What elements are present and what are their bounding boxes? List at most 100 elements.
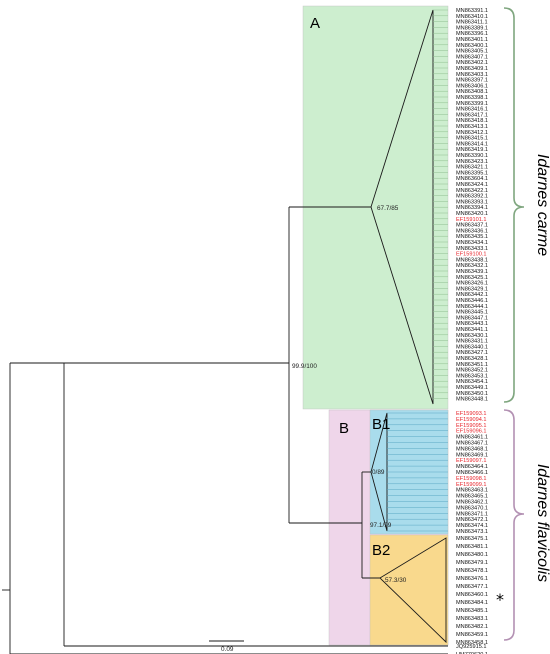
leaf-label: MN863467.1 xyxy=(456,441,488,447)
bracket-carme xyxy=(503,7,525,403)
species-label-carme: Idarnes carme xyxy=(534,154,550,256)
leaf-label: MN863411.1 xyxy=(456,20,488,26)
leaf-label: MN863393.1 xyxy=(456,199,488,205)
leaf-label: MN863398.1 xyxy=(456,95,488,101)
leaf-label: MN863406.1 xyxy=(456,83,488,89)
leaf-label: EF159095.1 xyxy=(456,423,486,429)
leaf-label: MN863459.1 xyxy=(456,632,488,638)
leaf-label: MN863448.1 xyxy=(456,397,488,403)
leaf-label: MN863415.1 xyxy=(456,136,488,142)
scale-label: 0.09 xyxy=(221,646,234,653)
leaf-label: MN863468.1 xyxy=(456,446,488,452)
leaf-labels: MN863391.1MN863410.1MN863411.1MN863389.1… xyxy=(456,8,488,654)
leaf-label: MN863389.1 xyxy=(456,25,488,31)
node-label-b: 97.1/99 xyxy=(370,522,392,529)
clade-label-a: A xyxy=(310,15,320,32)
clade-b2-box xyxy=(369,534,449,646)
leaf-label: MN863397.1 xyxy=(456,78,488,84)
leaf-label: MN863475.1 xyxy=(456,536,488,542)
leaf-label: MN863463.1 xyxy=(456,488,488,494)
leaf-label: MN863413.1 xyxy=(456,124,488,130)
leaf-label: MN863433.1 xyxy=(456,246,488,252)
leaf-label: MN863429.1 xyxy=(456,286,488,292)
leaf-label: MN863449.1 xyxy=(456,385,488,391)
leaf-ticks xyxy=(387,9,448,532)
leaf-label: MN863441.1 xyxy=(456,327,488,333)
leaf-label: MN863447.1 xyxy=(456,315,488,321)
leaf-label: MN863423.1 xyxy=(456,159,488,165)
leaf-label: MN863410.1 xyxy=(456,14,488,20)
leaf-label: EF159094.1 xyxy=(456,417,486,423)
leaf-label: MN863478.1 xyxy=(456,568,488,574)
leaf-label: MN863391.1 xyxy=(456,8,488,14)
leaf-label: MN863471.1 xyxy=(456,511,488,517)
leaf-label: MN863460.1 xyxy=(456,592,488,598)
leaf-label: EF159097.1 xyxy=(456,458,486,464)
leaf-label: MN863412.1 xyxy=(456,130,488,136)
leaf-label: EF159098.1 xyxy=(456,476,486,482)
clade-a-box xyxy=(302,5,449,410)
clade-label-b: B xyxy=(339,420,349,437)
leaf-label: MN863405.1 xyxy=(456,49,488,55)
clade-label-b2: B2 xyxy=(372,542,390,559)
leaf-label: EF159100.1 xyxy=(456,252,486,258)
star-marker: * xyxy=(496,590,504,609)
leaf-label: MN863451.1 xyxy=(456,362,488,368)
leaf-label: MN863419.1 xyxy=(456,147,488,153)
leaf-label: MN863432.1 xyxy=(456,263,488,269)
leaf-label: MN863396.1 xyxy=(456,31,488,37)
leaf-label: HM770620.1 xyxy=(456,652,488,654)
leaf-label: MN863439.1 xyxy=(456,269,488,275)
leaf-label: MN863418.1 xyxy=(456,118,488,124)
leaf-label: MN863458.1 xyxy=(456,640,488,646)
leaf-label: MN863444.1 xyxy=(456,304,488,310)
leaf-label: MN863438.1 xyxy=(456,257,488,263)
leaf-label: MN863474.1 xyxy=(456,523,488,529)
leaf-label: JQ925915.1 xyxy=(456,644,486,650)
leaf-label: MN863476.1 xyxy=(456,576,488,582)
leaf-label: MN863477.1 xyxy=(456,584,488,590)
leaf-label: MN863454.1 xyxy=(456,379,488,385)
leaf-label: MN863414.1 xyxy=(456,141,488,147)
leaf-label: MN863431.1 xyxy=(456,339,488,345)
leaf-label: MN863443.1 xyxy=(456,321,488,327)
leaf-label: MN863445.1 xyxy=(456,310,488,316)
leaf-label: MN863430.1 xyxy=(456,333,488,339)
leaf-label: MN863395.1 xyxy=(456,170,488,176)
leaf-label: MN863480.1 xyxy=(456,552,488,558)
leaf-label: MN863469.1 xyxy=(456,452,488,458)
leaf-label: MN863481.1 xyxy=(456,544,488,550)
leaf-label: EF159093.1 xyxy=(456,411,486,417)
leaf-label: MN863390.1 xyxy=(456,153,488,159)
leaf-label: MN863402.1 xyxy=(456,60,488,66)
leaf-label: MN863416.1 xyxy=(456,107,488,113)
leaf-label: MN863462.1 xyxy=(456,500,488,506)
leaf-label: MN863422.1 xyxy=(456,188,488,194)
leaf-label: MN863420.1 xyxy=(456,211,488,217)
node-label-b1: 0/89 xyxy=(372,469,385,476)
leaf-label: MN863466.1 xyxy=(456,470,488,476)
leaf-label: MN863392.1 xyxy=(456,194,488,200)
leaf-label: MN863465.1 xyxy=(456,494,488,500)
tree-branches xyxy=(2,9,448,654)
leaf-label: MN863604.1 xyxy=(456,176,488,182)
leaf-label: MN863409.1 xyxy=(456,66,488,72)
leaf-label: MN863461.1 xyxy=(456,435,488,441)
leaf-label: MN863401.1 xyxy=(456,37,488,43)
leaf-label: EF159096.1 xyxy=(456,429,486,435)
leaf-label: EF159101.1 xyxy=(456,217,486,223)
leaf-label: EF159099.1 xyxy=(456,482,486,488)
leaf-label: MN863428.1 xyxy=(456,356,488,362)
leaf-label: MN863435.1 xyxy=(456,234,488,240)
leaf-label: MN863399.1 xyxy=(456,101,488,107)
leaf-label: MN863482.1 xyxy=(456,624,488,630)
leaf-label: MN863403.1 xyxy=(456,72,488,78)
leaf-label: MN863483.1 xyxy=(456,616,488,622)
leaf-label: MN863484.1 xyxy=(456,600,488,606)
leaf-label: MN863426.1 xyxy=(456,281,488,287)
leaf-label: MN863479.1 xyxy=(456,560,488,566)
leaf-label: MN863472.1 xyxy=(456,517,488,523)
leaf-label: MN863424.1 xyxy=(456,182,488,188)
leaf-label: MN863408.1 xyxy=(456,89,488,95)
